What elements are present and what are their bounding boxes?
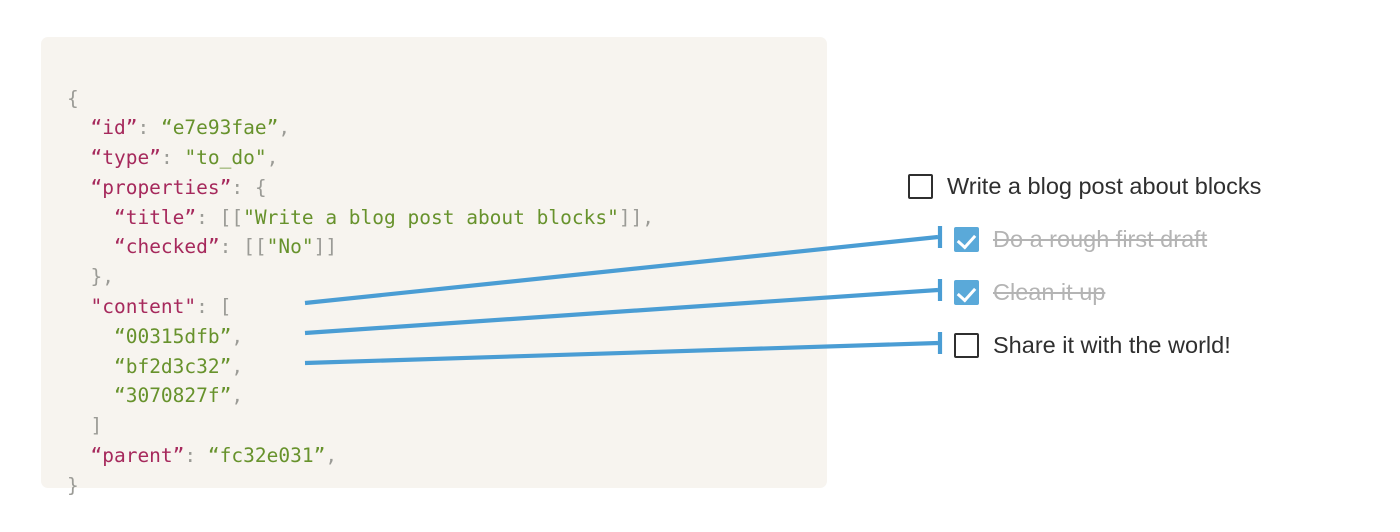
code-token-colon: : [137, 116, 150, 140]
code-line: “type”: "to_do", [67, 143, 654, 173]
code-token-plain [208, 206, 220, 229]
code-token-key: “id” [90, 116, 138, 140]
code-token-punc: ]] [313, 235, 338, 259]
code-token-str: "No" [266, 235, 314, 259]
code-line: “3070827f”, [67, 381, 654, 411]
code-token-punc: [ [219, 295, 232, 319]
checkbox-unchecked-icon[interactable] [908, 173, 933, 199]
code-line: “checked”: [["No"]] [67, 232, 654, 262]
todo-row[interactable]: Do a rough first draft [954, 221, 1207, 257]
todo-row[interactable]: Write a blog post about blocks [908, 168, 1261, 204]
code-token-colon: : [184, 444, 197, 468]
code-token-plain [208, 295, 220, 318]
code-token-plain [231, 235, 243, 258]
todo-label[interactable]: Write a blog post about blocks [947, 172, 1262, 199]
code-token-colon: : [160, 146, 173, 170]
code-token-str: “3070827f” [113, 384, 232, 408]
code-token-str: “bf2d3c32” [113, 354, 232, 378]
code-token-str: “e7e93fae” [160, 116, 279, 140]
code-line: ] [67, 411, 654, 441]
code-token-key: "content" [90, 295, 197, 319]
code-token-punc: , [231, 384, 244, 408]
code-token-key: “checked” [113, 235, 220, 259]
code-token-punc: { [67, 86, 79, 110]
checkbox-checked-icon[interactable] [954, 279, 979, 305]
code-token-plain [173, 146, 185, 169]
code-line: “00315dfb”, [67, 322, 654, 352]
todo-label[interactable]: Share it with the world! [993, 331, 1231, 358]
code-line: { [67, 84, 654, 114]
code-token-colon: : [196, 295, 208, 319]
code-token-punc: , [325, 444, 338, 468]
code-line: “bf2d3c32”, [67, 352, 654, 382]
todo-row[interactable]: Clean it up [954, 274, 1105, 310]
code-token-str: "to_do" [184, 146, 267, 170]
todo-label[interactable]: Do a rough first draft [993, 225, 1208, 252]
code-token-punc: } [67, 473, 79, 497]
code-line: “title”: [["Write a blog post about bloc… [67, 203, 654, 233]
json-code-card: { “id”: “e7e93fae”, “type”: "to_do", “pr… [41, 37, 827, 497]
code-token-punc: }, [90, 265, 114, 289]
code-token-plain [196, 444, 208, 467]
checkbox-checked-icon[interactable] [954, 226, 979, 252]
code-token-key: “parent” [90, 444, 185, 468]
code-token-colon: : [231, 175, 244, 199]
code-line: “parent”: “fc32e031”, [67, 441, 654, 471]
code-token-str: "Write a blog post about blocks" [243, 205, 619, 229]
code-token-punc: [[ [219, 205, 244, 229]
code-token-punc: { [254, 175, 267, 199]
code-token-punc: , [231, 354, 244, 378]
code-token-str: “00315dfb” [113, 324, 232, 348]
todo-label[interactable]: Clean it up [993, 278, 1106, 305]
code-token-key: “title” [113, 205, 197, 229]
code-token-colon: : [196, 205, 208, 229]
code-token-punc: ]], [618, 205, 655, 229]
todo-row[interactable]: Share it with the world! [954, 327, 1231, 363]
code-line: }, [67, 262, 654, 292]
code-line: “properties”: { [67, 173, 654, 203]
code-token-punc: , [266, 146, 279, 170]
code-token-key: “type” [90, 146, 161, 170]
code-line: } [67, 471, 654, 501]
code-line: “id”: “e7e93fae”, [67, 113, 654, 143]
code-token-punc: , [278, 116, 291, 140]
json-code-listing: { “id”: “e7e93fae”, “type”: "to_do", “pr… [67, 84, 654, 501]
code-token-punc: [[ [243, 235, 267, 259]
code-token-colon: : [219, 235, 232, 259]
code-line: "content": [ [67, 292, 654, 322]
code-token-punc: ] [90, 414, 103, 438]
code-token-plain [243, 176, 255, 199]
code-token-punc: , [231, 324, 244, 348]
code-token-plain [149, 116, 161, 139]
code-token-key: “properties” [90, 175, 232, 199]
code-token-str: “fc32e031” [207, 444, 326, 468]
checkbox-unchecked-icon[interactable] [954, 332, 979, 358]
